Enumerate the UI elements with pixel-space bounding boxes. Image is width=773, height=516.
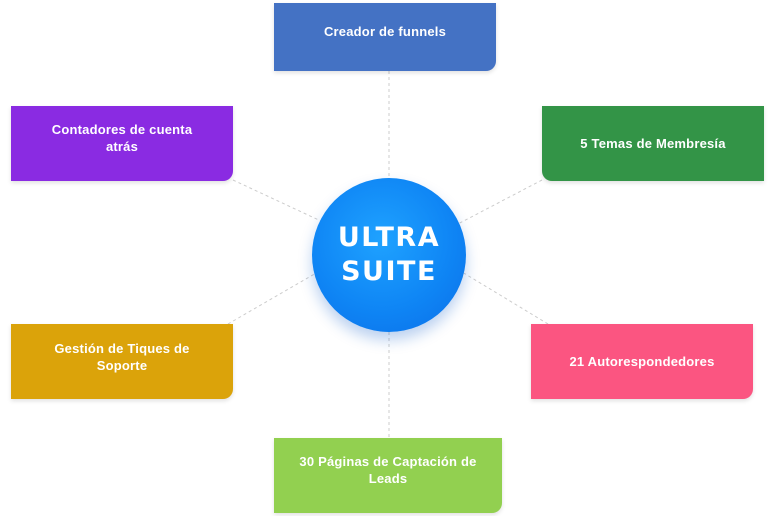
node-membership-themes: 5 Temas de Membresía (542, 106, 764, 181)
node-label: 5 Temas de Membresía (580, 136, 726, 151)
connector-bottom-right (461, 271, 549, 325)
node-label: Gestión de Tiques de Soporte (54, 341, 190, 373)
node-funnel-builder: Creador de funnels (274, 3, 496, 71)
node-label: 21 Autorespondedores (569, 354, 715, 369)
node-countdown-timers: Contadores de cuenta atrás (11, 106, 233, 181)
node-label: 30 Páginas de Captación de Leads (299, 454, 477, 486)
hub-circle: ULTRA SUITE (312, 178, 466, 332)
node-label: Creador de funnels (323, 24, 447, 39)
node-autoresponders: 21 Autorespondedores (531, 324, 753, 399)
node-support-tickets: Gestión de Tiques de Soporte (11, 324, 233, 399)
connector-top-right (455, 179, 543, 226)
node-label: Contadores de cuenta atrás (51, 122, 193, 154)
hub-title-line-2: SUITE (341, 256, 437, 287)
hub-title-line-1: ULTRA (337, 222, 441, 253)
connector-top-left (232, 179, 324, 223)
node-lead-pages: 30 Páginas de Captación de Leads (274, 438, 502, 513)
connector-bottom-left (227, 271, 319, 325)
